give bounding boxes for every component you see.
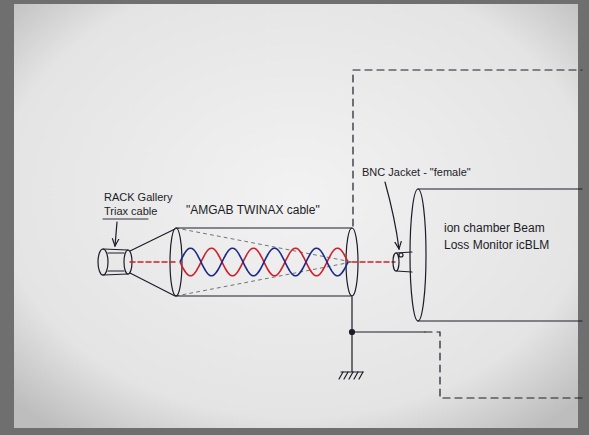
blue-wire — [180, 248, 348, 276]
ground-line — [352, 297, 425, 332]
node-text: "AMGAB TWINAX cable" — [186, 202, 356, 219]
cable-taper — [130, 229, 175, 296]
ground-symbol — [339, 332, 363, 379]
ion-chamber-cylinder — [410, 189, 582, 321]
cable-label: Triax cable — [104, 205, 157, 218]
leader-line — [115, 222, 117, 246]
twinax-cylinder — [170, 228, 358, 296]
red-wire — [180, 248, 348, 276]
bnc-connector — [393, 252, 412, 272]
shield-boundary — [353, 70, 582, 226]
shield-boundary — [425, 332, 582, 398]
triax-connector — [98, 249, 132, 275]
node-text: ion chamber Beam Loss Monitor icBLM — [444, 220, 562, 254]
leader-line — [385, 182, 399, 249]
location-label: RACK Gallery — [104, 191, 172, 204]
connector-label: BNC Jacket - "female" — [362, 166, 471, 179]
label-underline — [103, 219, 148, 220]
ion-chamber: ion chamber Beam Loss Monitor icBLM — [428, 190, 578, 320]
signal-conductor — [130, 261, 395, 263]
twinax-cable: "AMGAB TWINAX cable" — [176, 202, 360, 298]
paper-sheet — [14, 4, 578, 428]
